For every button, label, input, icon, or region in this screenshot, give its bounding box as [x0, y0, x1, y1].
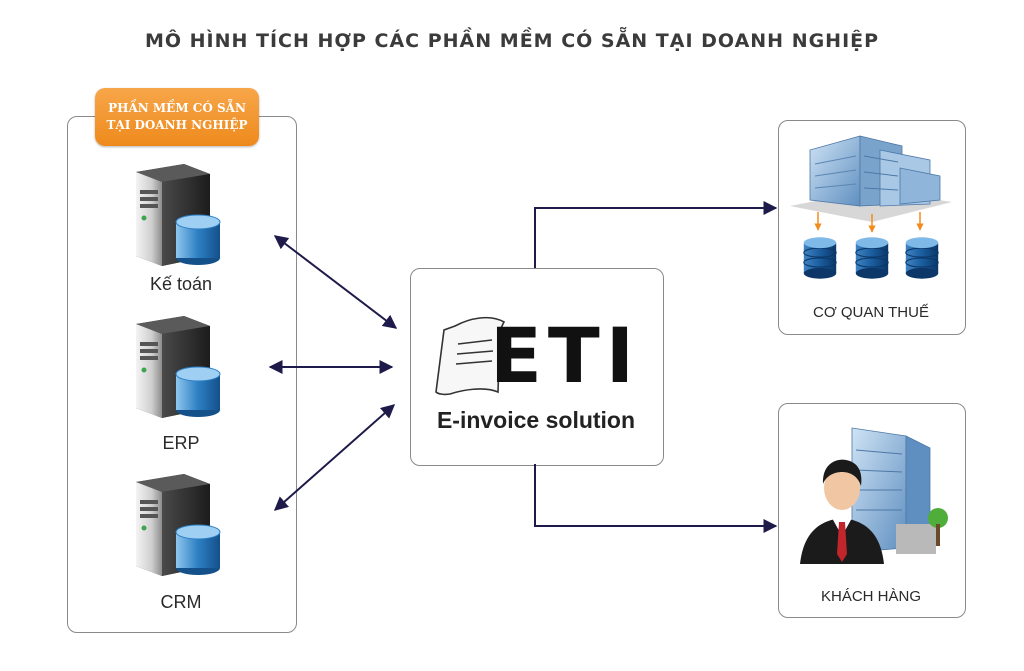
server-database-icon: [135, 315, 221, 419]
office-buildings-database-icon: [790, 135, 952, 280]
server-label-crm: CRM: [160, 592, 202, 612]
invoice-paper-icon: [435, 316, 506, 396]
badge-line-2: TẠI DOANH NGHIỆP: [106, 118, 248, 132]
arrow-crm-eti: [273, 404, 396, 511]
page-title: MÔ HÌNH TÍCH HỢP CÁC PHẦN MỀM CÓ SẴN TẠI…: [144, 30, 880, 52]
arrow-accounting-eti: [273, 235, 398, 329]
eti-logo-text: ETI: [490, 311, 641, 400]
server-database-icon: [135, 163, 221, 267]
eti-subtitle: E-invoice solution: [436, 407, 636, 433]
tax-authority-label: CƠ QUAN THUẾ: [813, 304, 929, 321]
badge-line-1: PHẦN MỀM CÓ SẴN: [108, 101, 246, 115]
existing-software-badge: PHẦN MỀM CÓ SẴN TẠI DOANH NGHIỆP: [95, 88, 259, 146]
server-label-accounting: Kế toán: [149, 274, 213, 294]
arrow-eti-tax: [534, 201, 778, 268]
businessman-building-icon: [800, 427, 948, 564]
server-label-erp: ERP: [162, 433, 200, 453]
arrow-eti-customer: [534, 464, 778, 533]
server-database-icon: [135, 473, 221, 577]
customer-label: KHÁCH HÀNG: [820, 588, 921, 605]
